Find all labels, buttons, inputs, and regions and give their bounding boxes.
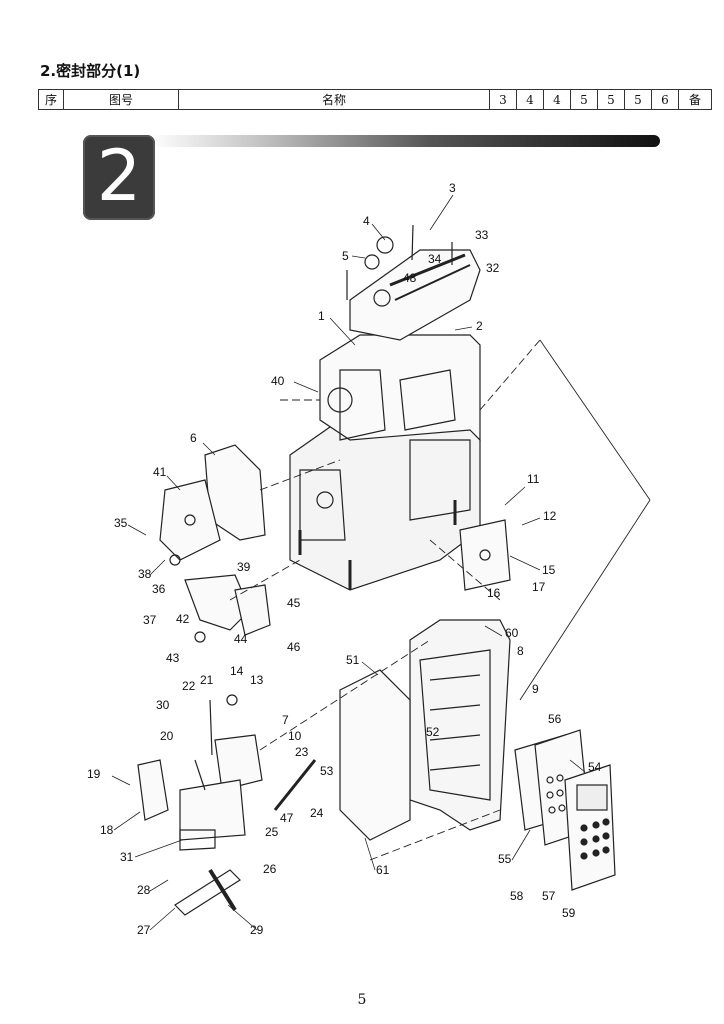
chapter-badge-number: 2 — [96, 135, 142, 217]
callout-51: 51 — [346, 653, 360, 667]
callout-59: 59 — [562, 906, 576, 920]
callout-52: 52 — [426, 725, 440, 739]
callout-4: 4 — [363, 214, 370, 228]
callout-26: 26 — [263, 862, 277, 876]
col-drawing-no: 图号 — [63, 89, 179, 110]
callout-2: 2 — [476, 319, 483, 333]
callout-58: 58 — [510, 889, 524, 903]
col-remark: 备 — [678, 89, 712, 110]
callout-57: 57 — [542, 889, 556, 903]
callout-15: 15 — [542, 563, 556, 577]
callout-47: 47 — [280, 811, 294, 825]
callout-8: 8 — [517, 644, 524, 658]
callout-3: 3 — [449, 181, 456, 195]
callout-36: 36 — [152, 582, 166, 596]
machine-frame — [289, 334, 481, 591]
callout-28: 28 — [137, 883, 151, 897]
callout-23: 23 — [295, 745, 309, 759]
callout-11: 11 — [527, 472, 540, 486]
callout-7: 7 — [282, 713, 289, 727]
col-name: 名称 — [178, 89, 490, 110]
callout-25: 25 — [265, 825, 279, 839]
callout-20: 20 — [160, 729, 174, 743]
callout-54: 54 — [588, 760, 602, 774]
callout-31: 31 — [120, 850, 134, 864]
parts-table-header: 序 图号 名称 3 4 4 5 5 5 6 备 — [38, 89, 712, 110]
page-number: 5 — [357, 992, 367, 1008]
callout-32: 32 — [486, 261, 500, 275]
callout-46: 46 — [287, 640, 301, 654]
callout-22: 22 — [182, 679, 196, 693]
callout-30: 30 — [156, 698, 170, 712]
callout-24: 24 — [310, 806, 324, 820]
callout-44: 44 — [234, 632, 248, 646]
callout-13: 13 — [250, 673, 264, 687]
callout-55: 55 — [498, 852, 512, 866]
callout-41: 41 — [153, 465, 167, 479]
callout-39: 39 — [237, 560, 251, 574]
callout-1: 1 — [318, 309, 325, 323]
section-title: 2.密封部分(1) — [40, 62, 141, 80]
callout-61: 61 — [376, 863, 390, 877]
callout-12: 12 — [543, 509, 557, 523]
control-panel — [514, 729, 616, 891]
callout-27: 27 — [137, 923, 151, 937]
callout-56: 56 — [548, 712, 562, 726]
callout-14: 14 — [230, 664, 244, 678]
callout-37: 37 — [143, 613, 157, 627]
chapter-bar — [150, 135, 660, 147]
callout-40: 40 — [271, 374, 285, 388]
callout-10: 10 — [288, 729, 302, 743]
left-side-cover — [159, 444, 271, 643]
right-side-cover — [339, 519, 511, 841]
callout-16: 16 — [487, 586, 501, 600]
top-cover — [346, 224, 481, 341]
callout-33: 33 — [475, 228, 489, 242]
callout-6: 6 — [190, 431, 197, 445]
callout-34: 34 — [428, 252, 442, 266]
callout-18: 18 — [100, 823, 114, 837]
callout-21: 21 — [200, 673, 214, 687]
callout-17: 17 — [532, 580, 546, 594]
callout-48: 48 — [403, 271, 417, 285]
callout-45: 45 — [287, 596, 301, 610]
callout-53: 53 — [320, 764, 334, 778]
callout-60: 60 — [505, 626, 519, 640]
callout-9: 9 — [532, 682, 539, 696]
callout-5: 5 — [342, 249, 349, 263]
callout-19: 19 — [87, 767, 101, 781]
callout-43: 43 — [166, 651, 180, 665]
lower-left-assembly — [137, 694, 317, 916]
callout-38: 38 — [138, 567, 152, 581]
col-qty-7: 6 — [651, 89, 679, 110]
assembly-guide-lines — [229, 339, 541, 861]
callout-42: 42 — [176, 612, 190, 626]
callout-35: 35 — [114, 516, 128, 530]
chapter-badge — [83, 135, 155, 220]
